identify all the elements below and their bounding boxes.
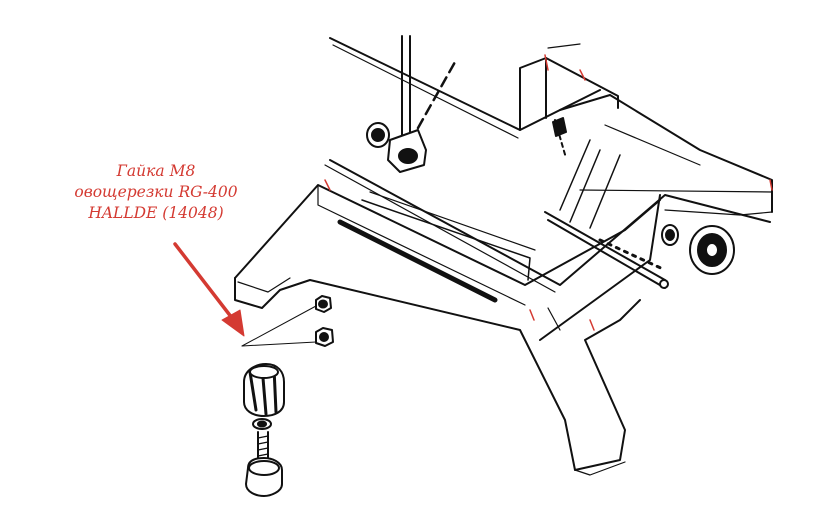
arrow-icon (173, 242, 245, 337)
part-callout-label: Гайка M8 овощерезки RG-400 HALLDE (14048… (36, 161, 276, 224)
callout-line-1: Гайка M8 (116, 162, 196, 180)
nut-m8-pair (241, 295, 334, 347)
adjusting-rod (544, 189, 773, 289)
red-reference-marks (324, 54, 773, 331)
adjustable-foot (243, 363, 285, 497)
callout-line-3: HALLDE (14048) (88, 204, 224, 222)
top-plate (324, 94, 773, 341)
base-frame (234, 184, 661, 476)
callout-line-2: овощерезки RG-400 (74, 183, 238, 201)
upper-frame (329, 37, 619, 139)
shaft-assembly (366, 35, 457, 173)
